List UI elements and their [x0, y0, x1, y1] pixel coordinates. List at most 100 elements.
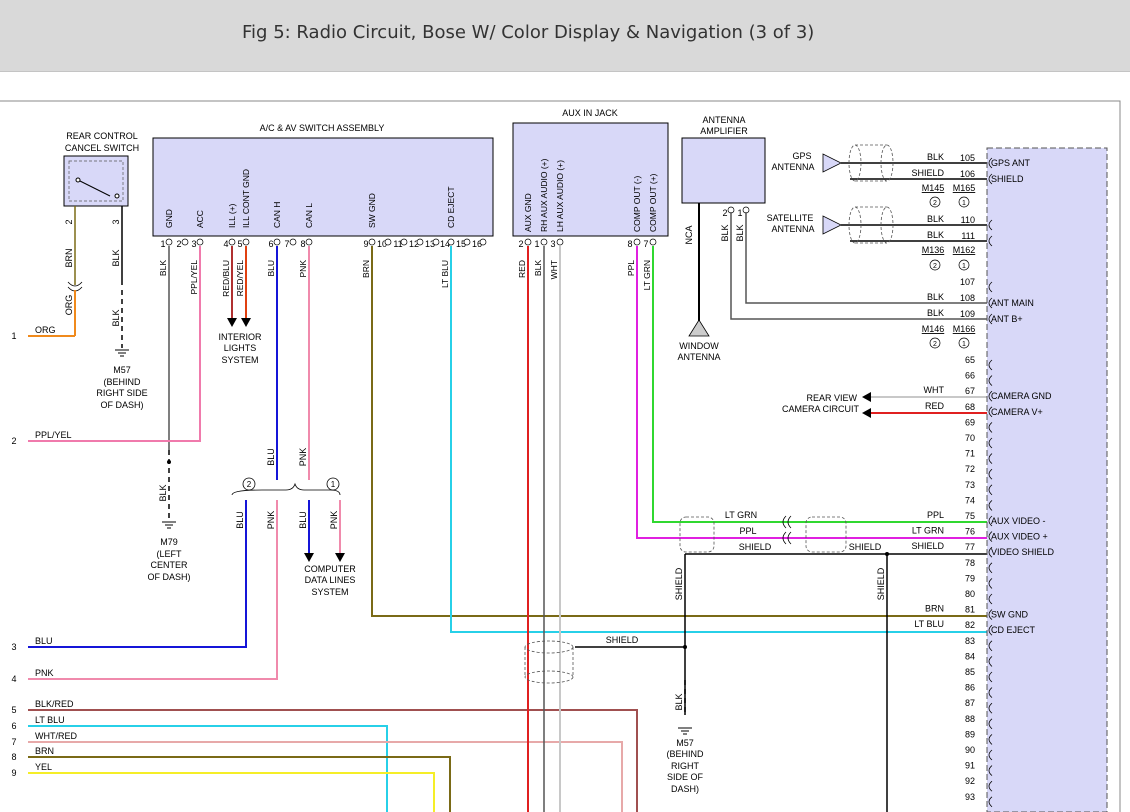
arrow-red-camera — [862, 408, 871, 418]
ac-pin-terminal — [400, 238, 408, 246]
wire-whtred — [28, 741, 623, 812]
module-pin-connector — [988, 640, 993, 652]
circle-1-can-label: 1 — [331, 480, 336, 489]
left-wire-number: 2 — [11, 436, 16, 446]
conn-ant-a: M146 — [922, 324, 945, 334]
module-pin-number: 87 — [965, 698, 975, 708]
wire-ppl-compout — [636, 246, 987, 539]
ground-m57-top-4: OF DASH) — [100, 400, 143, 410]
ac-pin-number: 7 — [284, 239, 289, 249]
ac-pin-number: 15 — [456, 239, 466, 249]
module-pin-connector — [988, 281, 993, 293]
left-wire-label: WHT/RED — [35, 731, 77, 741]
ac-pin-name: ILL CONT GND — [241, 169, 251, 228]
module-pin-connector — [988, 796, 993, 808]
switch-title-2: CANCEL SWITCH — [65, 143, 139, 153]
module-pin-connector — [988, 375, 993, 386]
module-pin-number: 92 — [965, 776, 975, 786]
ac-pin-name: SW GND — [367, 193, 377, 228]
ac-pin-name: ILL (+) — [227, 203, 237, 228]
wire-label-amp-1: BLK — [735, 224, 745, 241]
module-pin-number: 76 — [965, 527, 975, 537]
module-pin-wire: BLK — [927, 308, 944, 318]
wire-blkred — [28, 709, 638, 812]
left-wire-label: PPL/YEL — [35, 430, 72, 440]
antenna-amp-box — [681, 137, 766, 204]
arrow-blu-computer — [304, 553, 314, 562]
splice-shield-left-dot — [683, 645, 687, 649]
circle-2-can — [242, 477, 256, 491]
module-pin-number: 111 — [961, 231, 975, 241]
ac-pin-terminal — [165, 238, 173, 246]
module-pin-wire: RED — [925, 401, 945, 411]
title-bar: Fig 5: Radio Circuit, Bose W/ Color Disp… — [0, 0, 1130, 72]
module-pin-name: CD EJECT — [991, 625, 1036, 635]
aux-pin-number: 2 — [518, 239, 523, 249]
module-pin-number: 107 — [960, 277, 975, 287]
circle-1-can — [326, 477, 340, 491]
module-pin-name: SW GND — [991, 610, 1028, 620]
aux-pin-name: LH AUX AUDIO (+) — [555, 160, 565, 232]
ac-pin-number: 10 — [377, 239, 387, 249]
rear-control-cancel-switch: REAR CONTROL CANCEL SWITCH 2 3 — [63, 131, 139, 225]
ac-pin-terminal — [305, 238, 313, 246]
ac-pin-wire: PPL/YEL — [189, 260, 199, 295]
ac-pin-terminal — [416, 238, 424, 246]
aux-pin-wire: RED — [517, 260, 527, 278]
module-pin-number: 89 — [965, 729, 975, 739]
splice-shield-right-dot — [885, 552, 889, 556]
conn-gps-b: M165 — [953, 183, 976, 193]
ac-pin-name: GND — [164, 209, 174, 228]
ac-pin-terminal — [447, 238, 455, 246]
module-pin-number: 85 — [965, 667, 975, 677]
ac-pin-number: 8 — [300, 239, 305, 249]
ac-pin-number: 3 — [191, 239, 196, 249]
left-wire-number: 8 — [11, 752, 16, 762]
module-pin-number: 67 — [965, 386, 975, 396]
wire-label-pnk-mid: PNK — [298, 448, 308, 467]
module-pin-number: 72 — [965, 464, 975, 474]
module-pin-name: AUX VIDEO + — [991, 532, 1048, 542]
ac-pin-name: CAN H — [272, 202, 282, 228]
module-pin-connector — [988, 468, 993, 480]
radio-module-box — [986, 147, 1108, 812]
ground-m79-2: (LEFT — [156, 549, 182, 559]
module-pin-wire: WHT — [924, 385, 945, 395]
gps-shield-splice — [848, 144, 894, 182]
sat-shield-splice — [848, 206, 894, 244]
aux-pin-wire: WHT — [549, 260, 559, 279]
module-pin-connector — [988, 406, 993, 418]
module-pin-wire: BLK — [927, 230, 944, 240]
interior-lights-2: LIGHTS — [224, 343, 257, 353]
module-pin-number: 75 — [965, 511, 975, 521]
ac-pin-wire: PNK — [298, 260, 308, 278]
circle-1-sat: 1 — [962, 263, 966, 270]
amp-pin-number: 1 — [737, 208, 742, 218]
module-pin-wire: BLK — [927, 292, 944, 302]
arrow-redblu — [227, 318, 237, 327]
wire-label-shield-drop-left: SHIELD — [674, 567, 684, 600]
module-pin-number: 66 — [965, 371, 975, 381]
module-pin-name: ANT MAIN — [991, 298, 1034, 308]
module-pin-number: 71 — [965, 449, 975, 459]
diagram-frame — [0, 100, 1121, 812]
window-antenna-symbol — [688, 319, 710, 337]
module-pin-name: SHIELD — [991, 174, 1024, 184]
module-pin-number: 70 — [965, 433, 975, 443]
aux-pin-number: 7 — [643, 239, 648, 249]
left-wire-label: YEL — [35, 762, 52, 772]
ac-pin-terminal — [181, 238, 189, 246]
wire-pplyel — [28, 246, 201, 442]
aux-pin-terminal — [524, 238, 532, 246]
module-pin-number: 106 — [960, 169, 975, 179]
wire-label-blu-b: BLU — [235, 511, 245, 529]
sat-antenna-1: SATELLITE — [767, 213, 814, 223]
ac-pin-terminal — [368, 238, 376, 246]
ground-m57-top-3: RIGHT SIDE — [96, 388, 147, 398]
module-pin-wire: BLK — [927, 214, 944, 224]
wire-pnk-left-branch — [28, 500, 278, 680]
module-pin-connector — [988, 734, 993, 745]
module-pin-connector — [988, 624, 993, 636]
module-pin-number: 108 — [960, 293, 975, 303]
